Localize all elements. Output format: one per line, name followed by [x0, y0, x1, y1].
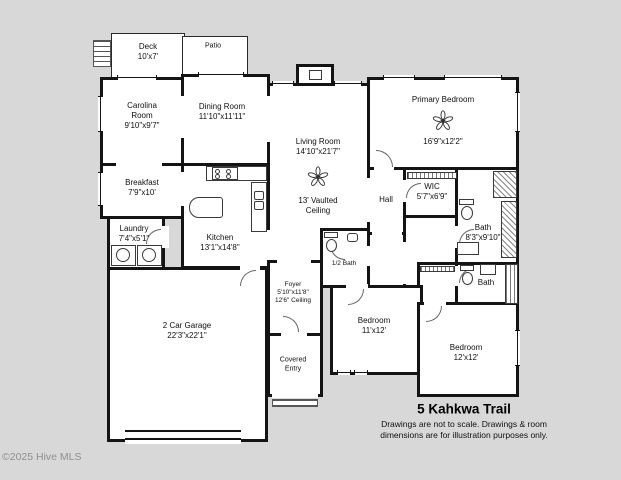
- shower: [493, 171, 517, 198]
- dining-room-label: Dining Room 11'10"x11'11": [198, 102, 246, 121]
- disclaimer-line-1: Drawings are not to scale. Drawings & ro…: [381, 419, 547, 429]
- window: [334, 81, 362, 86]
- sink: [254, 191, 264, 200]
- toilet-tank: [324, 232, 338, 238]
- carolina-room-label: Carolina Room 9'10"x9'7": [124, 101, 160, 130]
- door-opening: [374, 166, 394, 174]
- foyer-label: Foyer 5'10"x11'8" 12'6" Ceiling: [274, 280, 312, 305]
- vanity: [480, 264, 496, 275]
- window: [444, 75, 502, 80]
- ceiling-fan-icon: [307, 166, 329, 186]
- wall-opening: [372, 231, 402, 238]
- wall-opening: [180, 96, 188, 138]
- wall-opening: [366, 178, 374, 222]
- linen-closet: [505, 264, 518, 304]
- burner: [215, 174, 220, 179]
- door-opening: [281, 332, 307, 340]
- toilet-tank: [459, 199, 474, 205]
- window: [98, 172, 103, 206]
- wall-opening: [116, 162, 162, 170]
- bathtub: [501, 201, 517, 258]
- deck-steps: [93, 40, 111, 67]
- washer-door: [116, 248, 130, 262]
- primary-bedroom-label: Primary Bedroom: [411, 95, 475, 104]
- garage-door-opening: [125, 438, 241, 444]
- window: [337, 370, 351, 375]
- toilet: [326, 239, 337, 252]
- window: [98, 96, 103, 132]
- bath-2-label: Bath: [477, 278, 495, 287]
- window: [515, 92, 520, 132]
- wall-opening: [266, 230, 274, 260]
- door-opening: [346, 284, 368, 292]
- wall-opening: [266, 96, 274, 142]
- garage-label: 2 Car Garage 22'3"x22'1": [162, 321, 212, 340]
- closet-rod: [407, 172, 457, 179]
- window: [515, 330, 520, 366]
- sink: [254, 201, 264, 210]
- plan-title: 5 Kahkwa Trail: [417, 401, 511, 417]
- burner: [215, 169, 220, 174]
- half-bath-label: 1/2 Bath: [331, 259, 357, 267]
- dryer-door: [142, 248, 156, 262]
- closet-rod: [420, 266, 455, 272]
- entry-opening: [272, 394, 318, 398]
- deck: [111, 33, 185, 80]
- door-arc: [406, 183, 421, 198]
- door-arc: [459, 229, 474, 244]
- wall-opening: [180, 172, 188, 206]
- patio-label: Patio: [205, 42, 221, 50]
- garage-door: [125, 430, 241, 440]
- window: [117, 75, 157, 80]
- burner: [226, 174, 231, 179]
- breakfast-label: Breakfast 7'9"x10': [125, 178, 159, 197]
- deck-label: Deck 10'x7': [137, 42, 159, 61]
- entry-steps: [272, 399, 318, 407]
- primary-bath-label: Bath 8'3"x9'10": [465, 223, 501, 242]
- toilet: [461, 206, 473, 220]
- watermark: ©2025 Hive MLS: [2, 451, 82, 463]
- window: [198, 72, 244, 77]
- wall-opening: [402, 242, 410, 284]
- kitchen-island: [189, 197, 223, 218]
- door-arc: [146, 229, 161, 244]
- sink: [347, 233, 358, 242]
- ceiling-fan-icon: [432, 110, 454, 130]
- bedroom-2-label: Bedroom 11'x12': [357, 316, 391, 335]
- door-opening: [161, 226, 169, 248]
- garage: [107, 267, 268, 442]
- toilet: [462, 272, 473, 285]
- disclaimer-line-2: dimensions are for illustration purposes…: [380, 430, 548, 440]
- door-opening: [402, 180, 410, 202]
- wall-opening: [277, 259, 311, 267]
- hall-label: Hall: [379, 195, 393, 204]
- living-room-label: Living Room 14'10"x21'7": [295, 137, 341, 156]
- door-opening: [454, 226, 463, 248]
- window: [272, 81, 294, 86]
- burner: [226, 169, 231, 174]
- wic-label: WIC 5'7"x6'9": [416, 182, 448, 201]
- covered-entry-label: Covered Entry: [279, 356, 307, 372]
- living-room-note: 13' Vaulted Ceiling: [298, 196, 338, 215]
- primary-bedroom-dims: 16'9"x12'2": [423, 137, 463, 146]
- door-opening: [366, 246, 374, 266]
- window: [354, 370, 368, 375]
- door-opening: [424, 301, 446, 309]
- covered-entry: [267, 333, 323, 397]
- window: [383, 75, 415, 80]
- vanity: [457, 242, 479, 255]
- chimney-flue: [309, 70, 322, 80]
- kitchen-label: Kitchen 13'1"x14'8": [200, 233, 240, 252]
- door-opening: [454, 266, 463, 286]
- toilet-tank: [460, 265, 474, 271]
- laundry-label: Laundry 7'4"x5'1": [118, 224, 150, 243]
- bedroom-3-label: Bedroom 12'x12': [449, 343, 483, 362]
